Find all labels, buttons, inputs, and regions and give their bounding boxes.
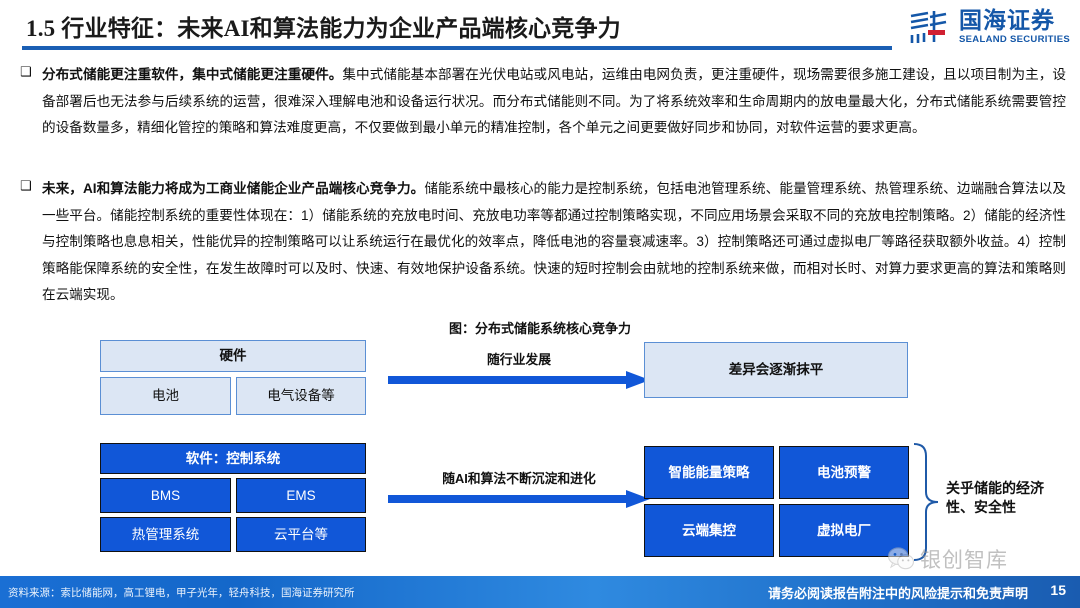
bracket-label: 关乎储能的经济性、安全性 (946, 480, 1044, 515)
outcome-item-virtual-power-plant[interactable]: 虚拟电厂 (779, 504, 909, 557)
bullet-body: 集中式储能基本部署在光伏电站或风电站，运维由电网负责，更注重硬件，现场需要很多施… (42, 67, 1066, 135)
arrow-label: 随行业发展 (487, 352, 551, 367)
logo-text: 国海证券 SEALAND SECURITIES (959, 9, 1070, 45)
page-title: 1.5 行业特征：未来AI和算法能力为企业产品端核心竞争力 (26, 16, 621, 41)
arrow-right-icon (388, 371, 650, 389)
hardware-item-electrical[interactable]: 电气设备等 (236, 377, 366, 415)
outcome-item-battery-alarm[interactable]: 电池预警 (779, 446, 909, 499)
title-divider (22, 46, 892, 50)
logo-name-en: SEALAND SECURITIES (959, 34, 1070, 46)
footer-disclaimer: 请务必阅读报告附注中的风险提示和免责声明 (767, 586, 1028, 601)
arrow-right-icon (388, 490, 650, 508)
watermark: 银创智库 (888, 544, 1008, 574)
bullet-paragraph: 分布式储能更注重软件，集中式储能更注重硬件。集中式储能基本部署在光伏电站或风电站… (42, 62, 1066, 142)
hardware-header-box[interactable]: 硬件 (100, 340, 366, 372)
software-item-ems[interactable]: EMS (236, 478, 366, 513)
hardware-item-battery[interactable]: 电池 (100, 377, 231, 415)
software-item-thermal[interactable]: 热管理系统 (100, 517, 231, 552)
arrow-label: 随AI和算法不断沉淀和进化 (442, 471, 596, 486)
arrow-industry-development: 随行业发展 (388, 349, 650, 389)
bullet-marker-icon: ❑ (20, 179, 32, 194)
company-logo: 国海证券 SEALAND SECURITIES (908, 8, 1070, 46)
figure-caption: 图：分布式储能系统核心竞争力 (448, 321, 631, 336)
slide-footer: 资料来源：索比储能网，高工锂电，甲子光年，轻舟科技，国海证券研究所 请务必阅读报… (0, 576, 1080, 608)
bullet-lead: 分布式储能更注重软件，集中式储能更注重硬件。 (42, 67, 343, 82)
arrow-ai-algorithm-evolution: 随AI和算法不断沉淀和进化 (388, 468, 650, 508)
software-item-bms[interactable]: BMS (100, 478, 231, 513)
footer-source: 资料来源：索比储能网，高工锂电，甲子光年，轻舟科技，国海证券研究所 (8, 587, 355, 599)
software-item-cloud-platform[interactable]: 云平台等 (236, 517, 366, 552)
bullet-block-1: ❑ 分布式储能更注重软件，集中式储能更注重硬件。集中式储能基本部署在光伏电站或风… (20, 62, 1066, 142)
sealand-logo-icon (910, 11, 947, 43)
bullet-block-2: ❑ 未来，AI和算法能力将成为工商业储能企业产品端核心竞争力。储能系统中最核心的… (20, 176, 1066, 309)
outcome-item-cloud-control[interactable]: 云端集控 (644, 504, 774, 557)
curly-bracket-icon (913, 443, 939, 561)
diagram-canvas: 硬件 电池 电气设备等 软件：控制系统 BMS EMS 热管理系统 云平台等 随… (0, 336, 1080, 568)
outcome-top-box[interactable]: 差异会逐渐抹平 (644, 342, 908, 398)
bullet-marker-icon: ❑ (20, 65, 32, 80)
logo-name-cn: 国海证券 (959, 8, 1056, 34)
bullet-body: 储能系统中最核心的能力是控制系统，包括电池管理系统、能量管理系统、热管理系统、边… (42, 181, 1067, 302)
software-header-box[interactable]: 软件：控制系统 (100, 443, 366, 474)
bullet-lead: 未来，AI和算法能力将成为工商业储能企业产品端核心竞争力。 (42, 181, 425, 196)
slide-header: 1.5 行业特征：未来AI和算法能力为企业产品端核心竞争力 (0, 0, 1080, 57)
watermark-text: 银创智库 (920, 548, 1008, 572)
page-number: 15 (1050, 582, 1066, 598)
bullet-paragraph: 未来，AI和算法能力将成为工商业储能企业产品端核心竞争力。储能系统中最核心的能力… (42, 176, 1066, 309)
outcome-item-smart-energy-strategy[interactable]: 智能能量策略 (644, 446, 774, 499)
wechat-icon (888, 547, 914, 570)
